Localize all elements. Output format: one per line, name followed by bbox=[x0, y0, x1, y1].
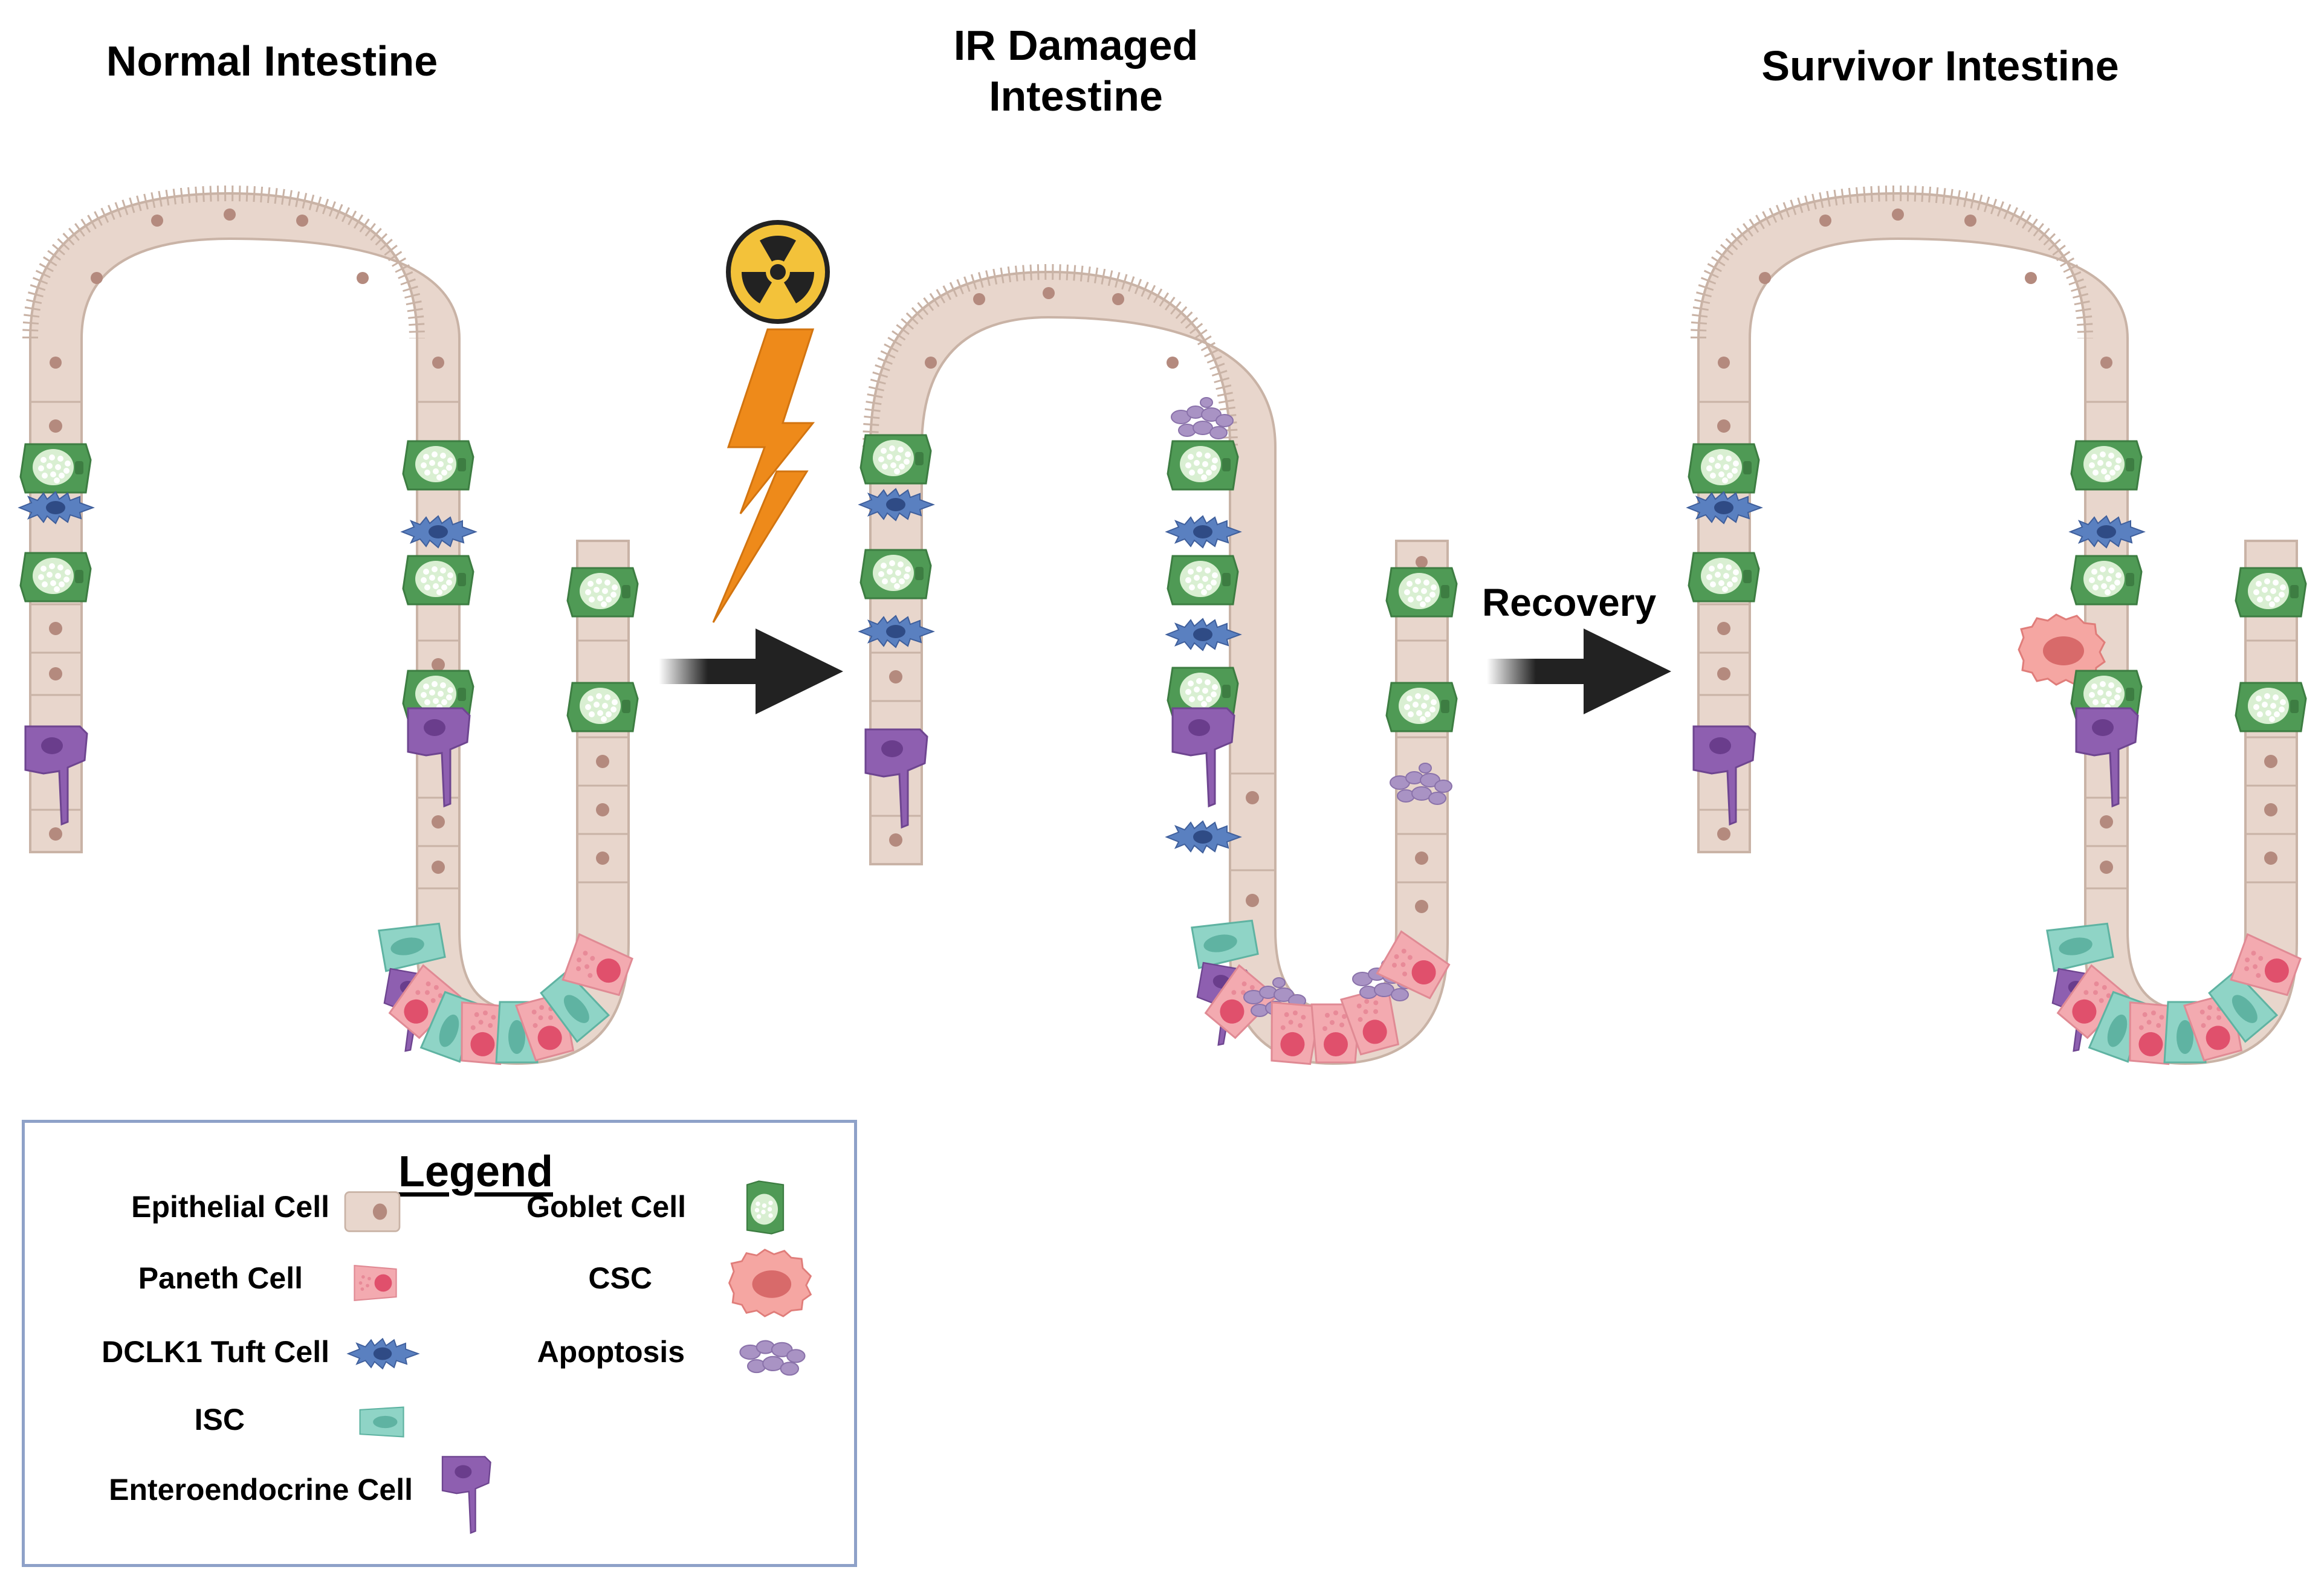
csc-icon bbox=[728, 1249, 812, 1317]
paneth-cell-icon bbox=[354, 1265, 397, 1301]
legend-label-csc: CSC bbox=[588, 1261, 652, 1295]
title-survivor-intestine: Survivor Intestine bbox=[1761, 42, 2119, 89]
survivor-intestine-diagram bbox=[1687, 185, 2307, 1065]
legend-label-enteroendocrine-cell: Enteroendocrine Cell bbox=[109, 1473, 413, 1507]
title-normal-intestine: Normal Intestine bbox=[106, 37, 438, 85]
epithelial-cell-icon bbox=[344, 1191, 401, 1232]
legend-label-paneth-cell: Paneth Cell bbox=[138, 1261, 303, 1295]
isc-icon bbox=[359, 1406, 404, 1438]
title-ir-damaged-line1: IR Damaged bbox=[953, 22, 1199, 69]
legend-icons bbox=[344, 1180, 812, 1534]
legend-label-isc: ISC bbox=[194, 1403, 245, 1436]
tuft-cell-icon bbox=[346, 1337, 420, 1370]
ir-damaged-intestine-diagram bbox=[859, 263, 1458, 1065]
transition-arrow-1 bbox=[659, 628, 843, 714]
apoptosis-icon bbox=[739, 1340, 806, 1376]
legend-title: Legend bbox=[398, 1148, 553, 1196]
legend-label-apoptosis: Apoptosis bbox=[537, 1335, 685, 1369]
normal-intestine-diagram bbox=[19, 185, 639, 1065]
recovery-arrow bbox=[1487, 628, 1671, 714]
enteroendocrine-cell-icon bbox=[441, 1456, 491, 1534]
lightning-bolt-icon bbox=[712, 328, 815, 623]
goblet-cell-icon bbox=[746, 1180, 785, 1235]
recovery-label: Recovery bbox=[1482, 581, 1657, 624]
legend-label-goblet-cell: Goblet Cell bbox=[526, 1190, 686, 1224]
legend-label-epithelial-cell: Epithelial Cell bbox=[131, 1190, 329, 1224]
legend-box: Legend Epithelial Cell Paneth Cell DCLK1… bbox=[22, 1120, 857, 1567]
radiation-icon bbox=[726, 220, 830, 324]
title-ir-damaged-line2: Intestine bbox=[989, 73, 1163, 120]
legend-label-dclk1-tuft-cell: DCLK1 Tuft Cell bbox=[102, 1335, 329, 1369]
